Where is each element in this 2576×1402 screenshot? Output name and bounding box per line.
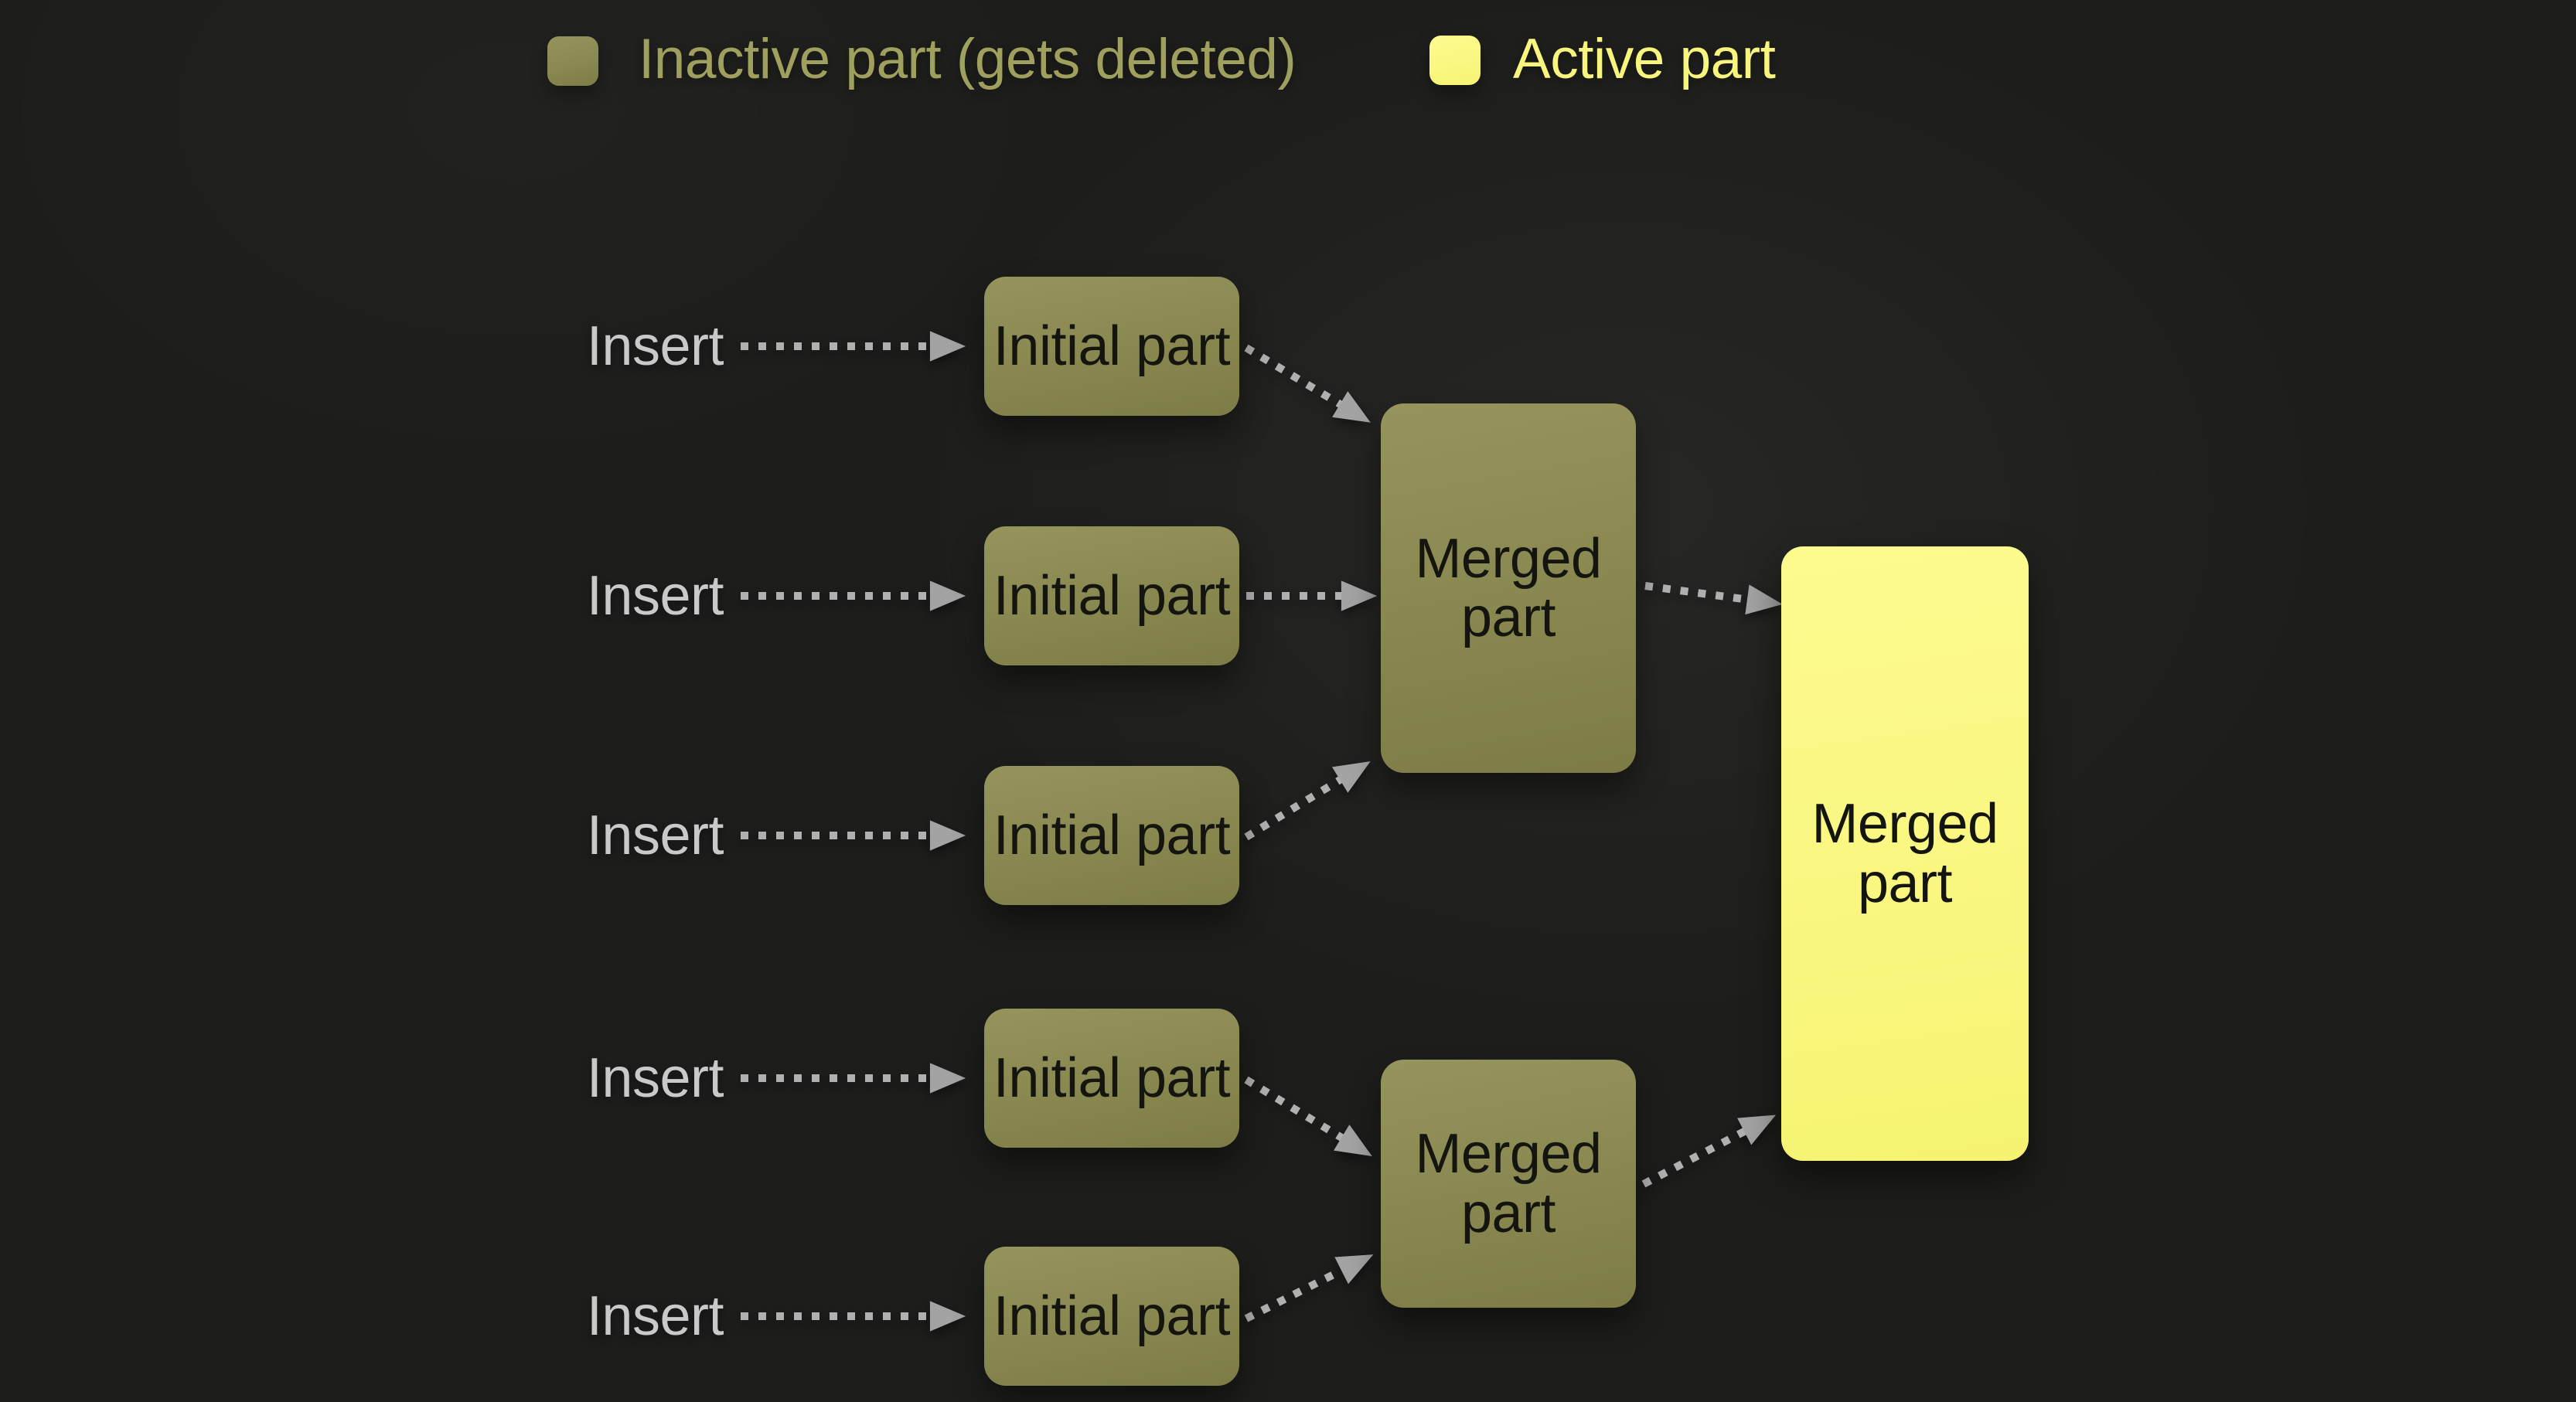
dotted-arrow-merged2-to-final [1641, 1114, 1777, 1188]
initial-part-box-5: Initial part [984, 1247, 1239, 1386]
legend-label-inactive: Inactive part (gets deleted) [639, 28, 1297, 91]
active-part-swatch-icon [1429, 36, 1481, 85]
insert-label-2: Insert [586, 565, 724, 627]
insert-label-1: Insert [586, 315, 724, 377]
merged-part-box-1: Merged part [1381, 403, 1636, 773]
insert-label-3: Insert [586, 805, 724, 866]
dotted-arrow-initial5-to-merged2 [1244, 1254, 1374, 1322]
dotted-arrow-merged1-to-final [1644, 582, 1783, 615]
dotted-arrow-initial3-to-merged1 [1244, 761, 1371, 841]
dotted-arrow-initial1-to-merged1 [1244, 344, 1371, 423]
legend-label-active: Active part [1513, 28, 1776, 91]
initial-part-box-3: Initial part [984, 766, 1239, 905]
insert-label-5: Insert [586, 1285, 724, 1347]
initial-part-box-1: Initial part [984, 277, 1239, 416]
initial-part-box-4: Initial part [984, 1009, 1239, 1148]
merged-part-box-final: Merged part [1781, 546, 2029, 1161]
insert-label-4: Insert [586, 1047, 724, 1109]
dotted-arrow-initial4-to-merged2 [1244, 1076, 1372, 1156]
merged-part-box-2: Merged part [1381, 1060, 1636, 1308]
initial-part-box-2: Initial part [984, 526, 1239, 665]
inactive-part-swatch-icon [547, 36, 598, 86]
